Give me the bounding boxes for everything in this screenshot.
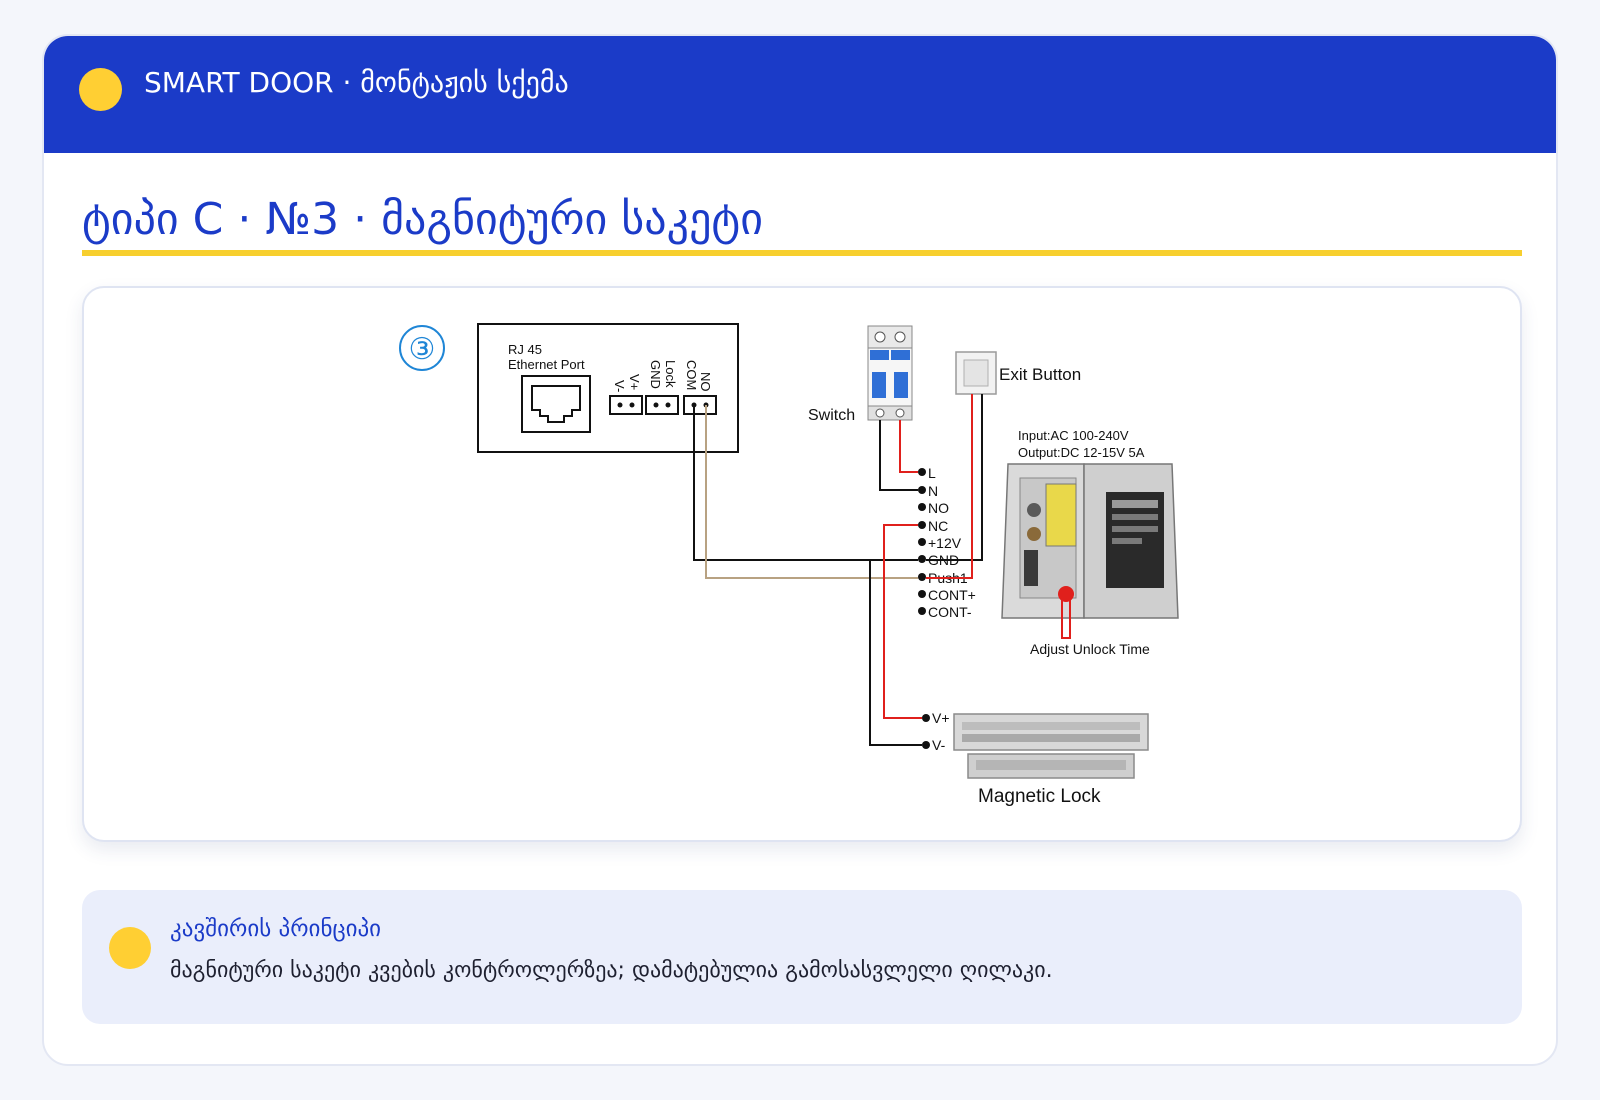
note-title: კავშირის პრინციპი (170, 916, 382, 942)
wire-exit-to-gnd (926, 394, 983, 561)
pin-label-no: NO (698, 372, 713, 392)
step-number: ③ (409, 333, 436, 366)
power-supply-unit (1001, 463, 1179, 619)
brand-dot-icon (79, 68, 122, 111)
psu-terminal-no: NO (928, 500, 949, 516)
exit-button-device (955, 351, 997, 395)
adjust-unlock-time-label: Adjust Unlock Time (1030, 641, 1150, 657)
circuit-breaker-switch (867, 325, 913, 421)
magnetic-lock-label: Magnetic Lock (978, 786, 1101, 807)
lock-terminal-v-minus: V- (932, 737, 946, 753)
psu-output-label: Output:DC 12-15V 5A (1018, 445, 1145, 460)
magnetic-lock-device (953, 713, 1149, 779)
lock-terminal-block (645, 395, 679, 415)
exit-button-label: Exit Button (999, 365, 1081, 384)
unlock-time-potentiometer (1058, 586, 1074, 602)
psu-input-label: Input:AC 100-240V (1018, 428, 1129, 443)
psu-terminal-l: L (928, 465, 936, 481)
title-underline (82, 250, 1522, 256)
wire-switch-to-n (879, 420, 918, 491)
rj45-label: RJ 45 (508, 342, 542, 357)
rj45-port-icon (521, 375, 591, 433)
pin-label-v-minus: V- (612, 380, 627, 392)
page-title: ტიპი C · №3 · მაგნიტური საკეტი (82, 194, 763, 245)
psu-terminal-12v: +12V (928, 535, 962, 551)
top-bar: SMART DOOR · მონტაჟის სქემა (44, 36, 1556, 153)
note-dot-icon (109, 927, 151, 969)
psu-terminal-n: N (928, 483, 938, 499)
wiring-diagram-panel: ③ RJ 45 Ethernet Port V- V+ GND Lock COM… (82, 286, 1522, 842)
psu-terminal-cont-minus: CONT- (928, 604, 972, 620)
adjust-arrow-icon (1061, 596, 1071, 639)
psu-terminal-nc: NC (928, 518, 948, 534)
step-number-circle (399, 325, 445, 371)
switch-label: Switch (808, 407, 855, 424)
wire-gnd-to-lock-vminus (869, 560, 922, 746)
pin-label-gnd: GND (648, 360, 663, 389)
wire-switch-to-l (899, 420, 918, 473)
wire-com-to-gnd (693, 405, 918, 561)
lock-terminal-dots (922, 714, 930, 749)
pin-label-com: COM (684, 360, 699, 390)
relay-terminal-block (683, 395, 717, 415)
connection-note: კავშირის პრინციპი მაგნიტური საკეტი კვები… (82, 890, 1522, 1024)
psu-terminal-strip (918, 468, 926, 615)
pin-label-lock: Lock (663, 360, 678, 388)
wire-no-to-push1 (705, 405, 918, 579)
ethernet-port-label: Ethernet Port (508, 357, 585, 372)
psu-terminal-cont-plus: CONT+ (928, 587, 976, 603)
wire-nc-to-lock-vplus (883, 524, 922, 719)
note-text: მაგნიტური საკეტი კვების კონტროლერზეა; და… (170, 958, 1053, 983)
pin-label-v-plus: V+ (627, 374, 642, 390)
power-terminal-block (609, 395, 643, 415)
wiring (693, 394, 983, 746)
main-card: SMART DOOR · მონტაჟის სქემა ტიპი C · №3 … (42, 34, 1558, 1066)
wiring-diagram: ③ RJ 45 Ethernet Port V- V+ GND Lock COM… (399, 323, 1179, 807)
wire-exit-to-push1 (926, 394, 973, 579)
brand-title: SMART DOOR · მონტაჟის სქემა (144, 66, 569, 99)
lock-terminal-v-plus: V+ (932, 710, 950, 726)
